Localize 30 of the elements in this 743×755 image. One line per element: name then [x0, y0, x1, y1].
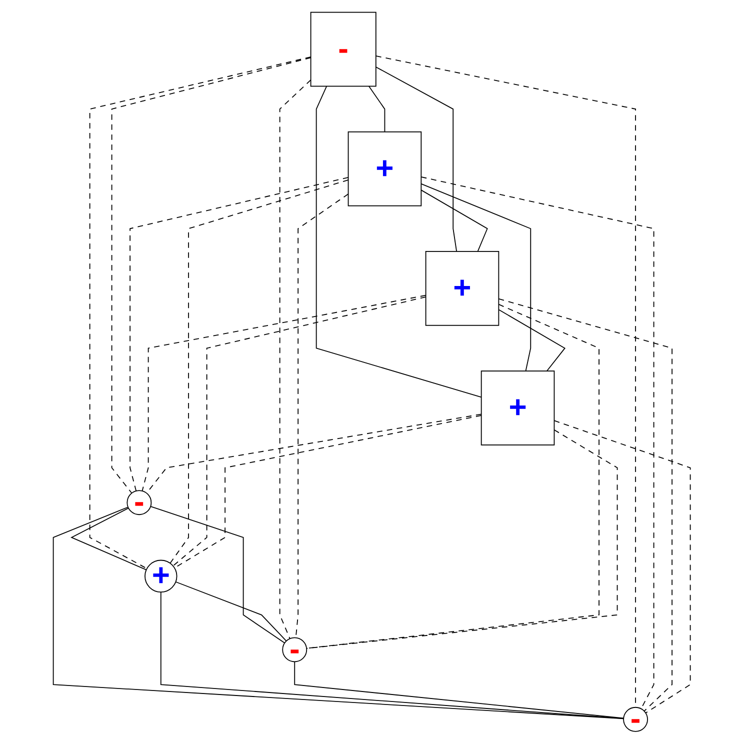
- connector: [375, 66, 457, 252]
- connector: [52, 506, 624, 720]
- connector: [420, 190, 488, 252]
- connector: [498, 309, 566, 372]
- connector: [111, 57, 311, 494]
- node-box: -: [310, 12, 376, 87]
- connector: [160, 592, 624, 719]
- node-circle: -: [622, 706, 648, 732]
- connector: [279, 79, 311, 640]
- connector: [498, 298, 672, 712]
- connector: [306, 429, 618, 649]
- connector: [553, 420, 690, 714]
- connector: [174, 581, 286, 642]
- connector: [172, 296, 426, 566]
- connector: [368, 86, 385, 132]
- connector: [70, 508, 146, 570]
- connector: [169, 180, 348, 564]
- connector: [89, 56, 311, 570]
- node-box: +: [425, 251, 499, 326]
- node-circle: -: [282, 637, 307, 662]
- connector: [141, 294, 426, 492]
- connector: [420, 183, 531, 372]
- node-circle: +: [144, 560, 177, 593]
- node-box: +: [480, 370, 554, 446]
- node-box: +: [348, 131, 422, 206]
- connector: [129, 176, 348, 492]
- connector: [150, 506, 285, 644]
- connector: [294, 661, 624, 719]
- node-circle: -: [126, 490, 152, 516]
- connector: [316, 86, 482, 398]
